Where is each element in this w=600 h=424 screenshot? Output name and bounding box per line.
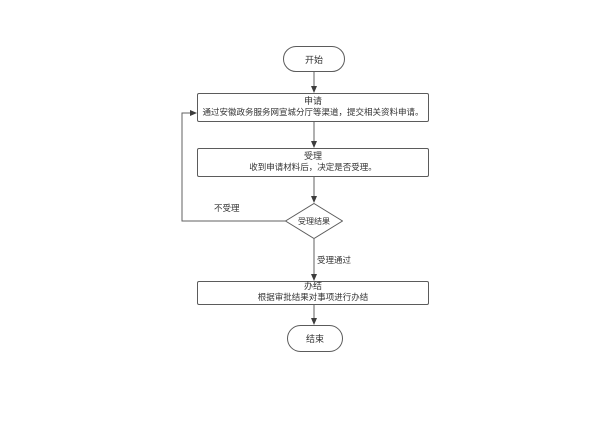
arrowhead-start-apply [311, 86, 317, 93]
decision-diamond-node: 受理结果 [285, 203, 343, 239]
arrowhead-complete-end [311, 318, 317, 325]
apply-process-node: 申请 通过安徽政务服务网宣城分厅等渠道，提交相关资料申请。 [197, 93, 429, 122]
arrowhead-decision-complete [311, 274, 317, 281]
end-node: 结束 [287, 325, 343, 352]
start-node: 开始 [283, 46, 345, 72]
complete-process-node: 办结 根据审批结果对事项进行办结 [197, 281, 429, 305]
accept-process-node: 受理 收到申请材料后，决定是否受理。 [197, 148, 429, 177]
arrowhead-decision-apply-feedback [190, 110, 197, 116]
start-node-label: 开始 [304, 55, 323, 66]
arrowhead-apply-accept [311, 141, 317, 148]
arrowhead-accept-decision [311, 196, 317, 203]
apply-node-title: 申请 [303, 96, 322, 107]
diamond-shape [285, 203, 343, 239]
complete-node-title: 办结 [303, 282, 322, 292]
complete-node-desc: 根据审批结果对事项进行办结 [257, 293, 369, 303]
edge-label-reject: 不受理 [214, 204, 240, 214]
apply-node-desc: 通过安徽政务服务网宣城分厅等渠道，提交相关资料申请。 [202, 107, 424, 118]
end-node-label: 结束 [305, 335, 324, 345]
edge-decision-apply-feedback [181, 112, 286, 222]
accept-node-title: 受理 [303, 151, 322, 162]
edge-label-pass: 受理通过 [317, 256, 352, 266]
decision-node-label: 受理结果 [298, 216, 330, 226]
accept-node-desc: 收到申请材料后，决定是否受理。 [249, 162, 377, 173]
